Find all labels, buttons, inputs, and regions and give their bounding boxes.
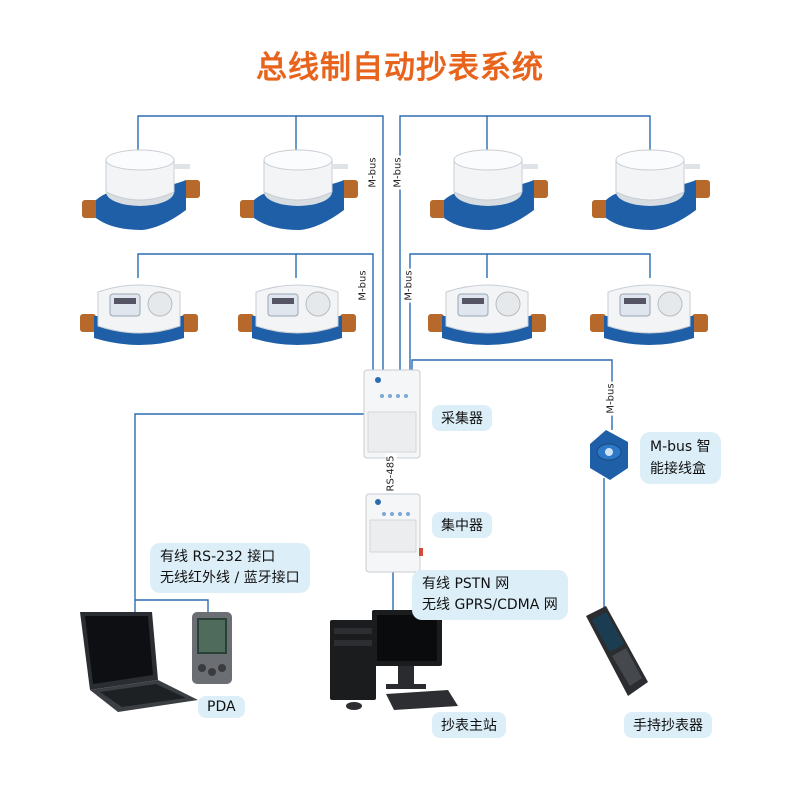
- water-meter-mid-2: [238, 284, 356, 345]
- water-meter-mid-4: [590, 284, 708, 345]
- bus-label-mbus-mid-left: M-bus: [357, 268, 369, 303]
- water-meter-mid-1: [80, 284, 198, 345]
- bus-label-rs485: RS-485: [385, 453, 397, 494]
- concentrator-label: 集中器: [432, 512, 492, 538]
- water-meter-mid-3: [428, 284, 546, 345]
- wire-laptop-pda: [135, 599, 209, 612]
- junction-box-device: [590, 430, 628, 480]
- junction-box-label: M-bus 智 能接线盒: [640, 432, 721, 484]
- wire-top-left-meters: [137, 115, 297, 150]
- pda-device: [192, 612, 232, 684]
- wire-collector-laptop: [134, 413, 365, 612]
- junction-box-label-line1: M-bus 智: [650, 439, 711, 455]
- wire-mid-right-trunk: [409, 253, 488, 372]
- wire-mid-right-meters: [487, 253, 651, 278]
- meter-top-row: [82, 149, 710, 230]
- wire-mid-left-meters: [137, 253, 297, 278]
- callout-network: 有线 PSTN 网 无线 GPRS/CDMA 网: [412, 570, 568, 620]
- wire-top-right-trunk: [399, 115, 488, 372]
- bus-label-mbus-top-left: M-bus: [367, 155, 379, 190]
- callout-wireless-gprs: 无线 GPRS/CDMA 网: [422, 597, 558, 613]
- collector-device: [363, 369, 421, 459]
- bus-label-mbus-junction: M-bus: [605, 381, 617, 416]
- callout-wired-pstn: 有线 PSTN 网: [422, 576, 510, 592]
- junction-box-label-line2: 能接线盒: [650, 461, 706, 477]
- water-meter-top-2: [240, 149, 358, 230]
- concentrator-device: [365, 493, 423, 573]
- page-title: 总线制自动抄表系统: [256, 50, 544, 86]
- collector-label: 采集器: [432, 405, 492, 431]
- handheld-label: 手持抄表器: [624, 712, 712, 738]
- wire-mid-left-trunk: [296, 253, 374, 372]
- callout-wired-rs232: 有线 RS-232 接口: [160, 549, 276, 565]
- meter-mid-row: [80, 284, 708, 345]
- callout-wireless-ir-bt: 无线红外线 / 蓝牙接口: [160, 570, 300, 586]
- wire-top-left-trunk: [296, 115, 384, 372]
- water-meter-top-1: [82, 149, 200, 230]
- handheld-device: [586, 606, 648, 696]
- callout-pc-interfaces: 有线 RS-232 接口 无线红外线 / 蓝牙接口: [150, 543, 310, 593]
- bus-label-mbus-mid-right: M-bus: [403, 268, 415, 303]
- laptop-device: [80, 612, 198, 712]
- pda-label: PDA: [198, 696, 245, 718]
- bus-label-mbus-top-right: M-bus: [392, 155, 404, 190]
- water-meter-top-4: [592, 149, 710, 230]
- wire-top-right-meters: [487, 115, 651, 150]
- master-station-device: [330, 610, 458, 710]
- water-meter-top-3: [430, 149, 548, 230]
- master-station-label: 抄表主站: [432, 712, 506, 738]
